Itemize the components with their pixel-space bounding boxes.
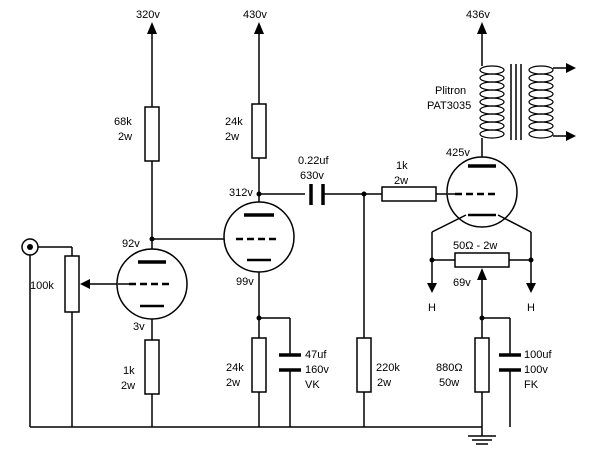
stage2-cap-value: 47uf xyxy=(305,349,327,361)
output-cathode-voltage: 69v xyxy=(453,277,471,289)
stage2-plate-r-value: 24k xyxy=(225,116,243,128)
stage2-triode xyxy=(223,201,295,273)
input-jack xyxy=(21,238,73,427)
transformer-brand: Plitron xyxy=(435,85,466,97)
output-cap-value: 100uf xyxy=(524,349,552,361)
volume-pot xyxy=(64,255,118,427)
heater-label-a: H xyxy=(428,302,436,314)
output-triode xyxy=(431,156,532,233)
stage1-wiring xyxy=(144,22,231,427)
output-cathode-r-value: 880Ω xyxy=(436,362,463,374)
output-cathode-r-power: 50w xyxy=(439,377,459,389)
grid-stopper-r-value: 1k xyxy=(396,160,408,172)
stage2-wiring xyxy=(251,22,305,427)
pot-value-label: 100k xyxy=(30,280,54,292)
stage2-cathode-cap xyxy=(279,353,301,377)
heater-hum-pot xyxy=(427,232,536,318)
stage2-cathode-r-power: 2w xyxy=(226,377,240,389)
coupling-cap-value: 0.22uf xyxy=(298,155,330,167)
coupling-wiring xyxy=(309,184,448,427)
hum-pot-label: 50Ω - 2w xyxy=(453,240,497,252)
stage1-triode xyxy=(116,248,188,320)
grid-leak-r-power: 2w xyxy=(377,377,391,389)
rail-436v-label: 436v xyxy=(466,9,490,21)
stage1-cathode-r-value: 1k xyxy=(123,365,135,377)
stage2-plate-voltage: 312v xyxy=(229,187,253,199)
stage2-cathode-r-value: 24k xyxy=(226,362,244,374)
stage1-plate-voltage: 92v xyxy=(122,238,140,250)
coupling-cap-voltage: 630v xyxy=(300,170,324,182)
transformer-model: PAT3035 xyxy=(427,100,471,112)
stage2-cap-name: VK xyxy=(305,379,320,391)
stage1-cathode-voltage: 3v xyxy=(133,321,145,333)
output-cathode-network xyxy=(474,315,521,427)
output-cap-name: FK xyxy=(524,379,539,391)
heater-label-b: H xyxy=(527,302,535,314)
rail-320v-label: 320v xyxy=(136,9,160,21)
rail-430v-label: 430v xyxy=(243,9,267,21)
grid-leak-r-value: 220k xyxy=(376,362,400,374)
ground-bus xyxy=(30,426,496,445)
stage1-plate-r-power: 2w xyxy=(118,131,132,143)
stage2-cap-voltage: 160v xyxy=(305,364,329,376)
stage1-cathode-r-power: 2w xyxy=(121,380,135,392)
output-plate-voltage: 425v xyxy=(446,147,470,159)
stage2-plate-r-power: 2w xyxy=(225,131,239,143)
stage2-cathode-voltage: 99v xyxy=(236,276,254,288)
stage1-plate-r-value: 68k xyxy=(114,116,132,128)
output-transformer xyxy=(477,22,576,166)
output-cap-voltage: 100v xyxy=(524,364,548,376)
grid-stopper-r-power: 2w xyxy=(394,175,408,187)
